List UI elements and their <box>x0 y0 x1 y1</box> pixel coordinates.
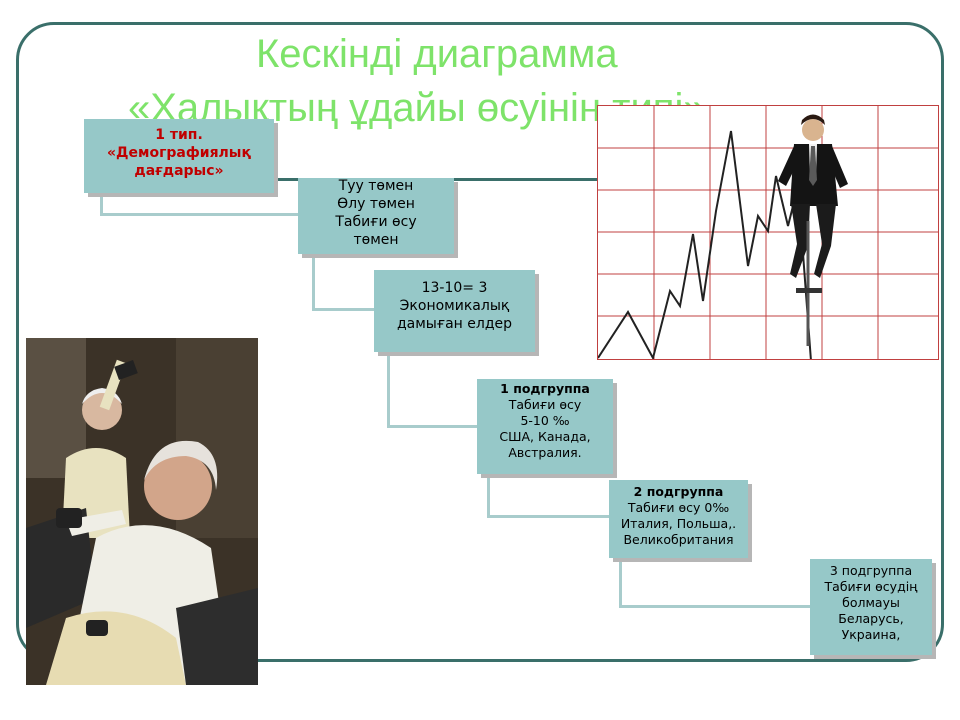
rates-box: Туу төмен Өлу төмен Табиғи өсу төмен <box>298 178 454 254</box>
rates-line2: Өлу төмен <box>337 195 415 212</box>
pogo-man-figure <box>778 114 848 346</box>
connector-5 <box>619 558 810 608</box>
title-line-1: Кескінді диаграмма <box>256 32 618 76</box>
subgroup1-line3: 5-10 ‰ <box>520 413 570 428</box>
subgroup3-line5: Украина, <box>841 627 901 642</box>
type1-line3: дағдарыс» <box>134 162 224 179</box>
rates-line4: төмен <box>353 231 399 248</box>
subgroup2-line2: Табиғи өсу 0‰ <box>627 500 730 515</box>
subgroup1-line2: Табиғи өсу <box>508 397 582 412</box>
elderly-women-photo <box>26 338 258 685</box>
developed-line2: Экономикалық <box>399 297 510 314</box>
developed-line1: 13-10= 3 <box>421 280 488 296</box>
rates-line1: Туу төмен <box>338 178 414 194</box>
subgroup1-line5: Австралия. <box>508 445 582 460</box>
type1-demographic-crisis-box: 1 тип. «Демографиялық дағдарыс» <box>84 119 274 193</box>
subgroup2-line1: 2 подгруппа <box>633 484 724 499</box>
chart-picture-line <box>597 130 812 362</box>
type1-line1: 1 тип. <box>155 127 203 143</box>
subgroup3-box: 3 подгруппа Табиғи өсудің болмауы Белару… <box>810 559 932 655</box>
connector-2 <box>312 254 374 311</box>
chart-picture <box>597 105 939 362</box>
subgroup2-line3: Италия, Польша,. <box>620 516 737 531</box>
subgroup3-line1: 3 подгруппа <box>829 563 913 578</box>
subgroup2-box: 2 подгруппа Табиғи өсу 0‰ Италия, Польша… <box>609 480 748 558</box>
subgroup2-line4: Великобритания <box>623 532 734 547</box>
developed-line3: дамыған елдер <box>396 315 513 332</box>
subgroup3-line3: болмауы <box>842 595 900 610</box>
chart-picture-svg <box>597 106 938 362</box>
developed-countries-box: 13-10= 3 Экономикалық дамыған елдер <box>374 270 535 352</box>
type1-line2: «Демографиялық <box>107 144 251 161</box>
elderly-women-photo-svg <box>26 338 258 685</box>
subgroup3-line2: Табиғи өсудің <box>824 579 918 594</box>
subgroup1-box: 1 подгруппа Табиғи өсу 5-10 ‰ США, Канад… <box>477 379 613 474</box>
subgroup1-line4: США, Канада, <box>499 429 591 444</box>
connector-4 <box>487 474 609 518</box>
connector-1 <box>100 193 298 216</box>
rates-line3: Табиғи өсу <box>335 213 417 230</box>
connector-3 <box>387 352 477 428</box>
subgroup1-line1: 1 подгруппа <box>500 381 590 396</box>
subgroup3-line4: Беларусь, <box>838 611 904 626</box>
slide-frame <box>16 22 944 662</box>
